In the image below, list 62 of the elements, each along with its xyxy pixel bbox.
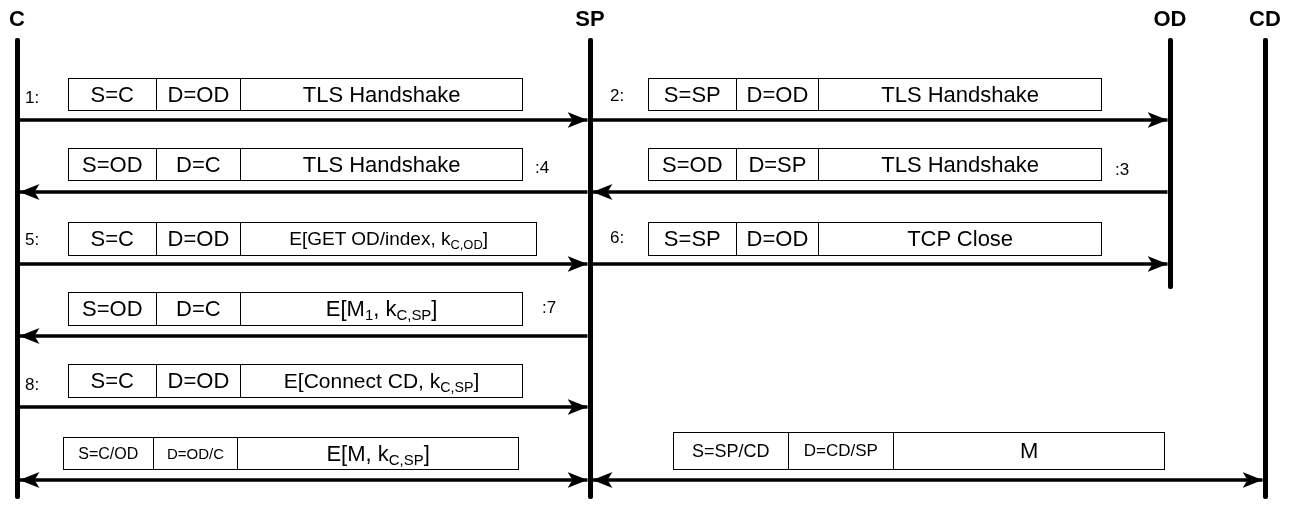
message-arrow [19, 112, 588, 128]
packet-field: TLS Handshake [818, 79, 1101, 110]
packet-field: D=SP [735, 149, 819, 180]
lifeline-label: CD [1249, 6, 1281, 32]
packet-field: D=OD [155, 365, 241, 397]
packet-field: D=OD [735, 223, 819, 255]
message-arrow [19, 328, 588, 344]
packet-field: S=OD [69, 293, 156, 325]
packet-field: D=OD [155, 223, 241, 255]
packet-box [648, 148, 1102, 181]
message-arrow [592, 256, 1168, 272]
packet-field: D=OD [735, 79, 819, 110]
message-arrow [19, 256, 588, 272]
packet-field: E[GET OD/index, k$_{C,OD}$] [240, 223, 536, 255]
packet-box [68, 292, 523, 326]
step-number: 2: [610, 86, 625, 106]
message-arrow [19, 184, 588, 200]
packet-field: D=CD/SP [787, 433, 894, 469]
packet-field: D=OD [155, 79, 241, 110]
packet-field: S=SP [649, 223, 736, 255]
packet-field: D=C [155, 149, 241, 180]
packet-field: TLS Handshake [818, 149, 1101, 180]
step-number: 6: [610, 228, 625, 248]
step-number: 8: [25, 375, 40, 395]
packet-field: D=OD/C [152, 438, 238, 469]
lifeline-label: OD [1153, 6, 1187, 32]
lifeline-label: C [9, 6, 25, 32]
packet-field: S=C [69, 79, 156, 110]
packet-field: TCP Close [818, 223, 1101, 255]
packet-box [68, 78, 523, 111]
packet-box [68, 148, 523, 181]
packet-field: S=SP [649, 79, 736, 110]
packet-box [648, 78, 1102, 111]
packet-field: S=OD [69, 149, 156, 180]
step-number: :4 [535, 158, 550, 178]
message-arrow [19, 399, 588, 415]
step-number: 1: [25, 88, 40, 108]
packet-box [68, 364, 523, 398]
packet-field: S=C/OD [64, 438, 153, 469]
step-number: 5: [25, 230, 40, 250]
lifeline-label: SP [575, 6, 605, 32]
packet-field: E[Connect CD, k$_{C,SP}$] [240, 365, 522, 397]
packet-field: S=C [69, 223, 156, 255]
step-number: :3 [1115, 160, 1130, 180]
packet-field: TLS Handshake [240, 149, 522, 180]
message-arrow [592, 112, 1168, 128]
message-arrow [19, 472, 588, 488]
packet-field: S=C [69, 365, 156, 397]
step-number: :7 [542, 298, 557, 318]
packet-field: E[M$_{1}$, k$_{C,SP}$] [240, 293, 522, 325]
message-arrow [592, 184, 1168, 200]
packet-box [673, 432, 1165, 470]
packet-field: M [893, 433, 1164, 469]
packet-field: S=SP/CD [674, 433, 788, 469]
packet-field: E[M, k$_{C,SP}$] [237, 438, 518, 469]
packet-field: S=OD [649, 149, 736, 180]
packet-box [63, 437, 519, 470]
packet-field: TLS Handshake [240, 79, 522, 110]
packet-box [648, 222, 1102, 256]
packet-field: D=C [155, 293, 241, 325]
packet-box [68, 222, 537, 256]
message-arrow [592, 472, 1263, 488]
